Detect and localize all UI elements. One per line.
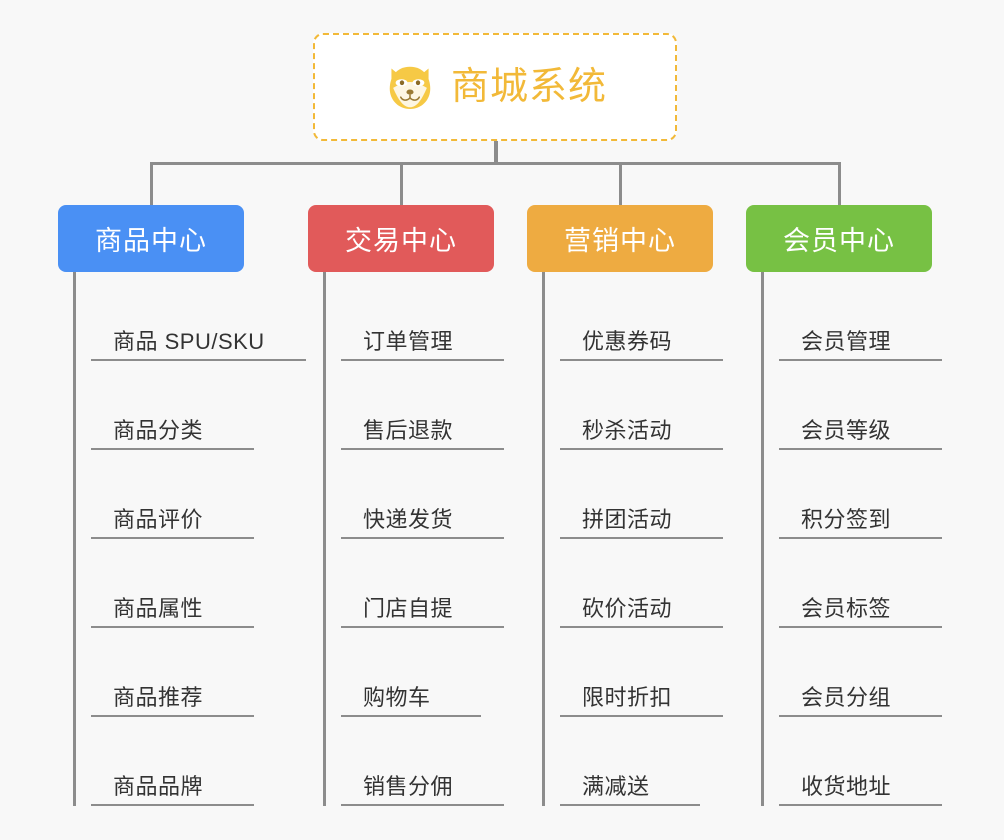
- list-item[interactable]: 秒杀活动: [560, 361, 723, 450]
- list-item[interactable]: 会员等级: [779, 361, 942, 450]
- list-item-underline: [560, 715, 723, 717]
- list-item-underline: [341, 626, 504, 628]
- list-item-underline: [91, 537, 254, 539]
- list-item[interactable]: 商品 SPU/SKU: [91, 272, 306, 361]
- list-item[interactable]: 收货地址: [779, 717, 942, 806]
- list-item-label: 收货地址: [801, 774, 892, 799]
- horizontal-bus-connector: [150, 162, 841, 165]
- list-item-underline: [779, 448, 942, 450]
- category-box-trade-center[interactable]: 交易中心: [308, 205, 494, 272]
- list-item[interactable]: 订单管理: [341, 272, 504, 361]
- list-item-underline: [560, 626, 723, 628]
- list-item-underline: [341, 715, 481, 717]
- list-item[interactable]: 会员标签: [779, 539, 942, 628]
- list-item[interactable]: 购物车: [341, 628, 494, 717]
- column-member-center: 会员中心会员管理会员等级积分签到会员标签会员分组收货地址: [746, 205, 942, 806]
- list-item[interactable]: 会员管理: [779, 272, 942, 361]
- list-item-underline: [779, 537, 942, 539]
- list-item-label: 限时折扣: [582, 685, 673, 710]
- list-item-underline: [341, 448, 504, 450]
- list-item[interactable]: 商品推荐: [91, 628, 265, 717]
- column-marketing-center: 营销中心优惠券码秒杀活动拼团活动砍价活动限时折扣满减送: [527, 205, 723, 806]
- list-item[interactable]: 售后退款: [341, 361, 504, 450]
- list-item-label: 快递发货: [363, 507, 454, 532]
- list-item-underline: [91, 626, 254, 628]
- category-label: 营销中心: [564, 226, 676, 256]
- list-item-label: 满减送: [582, 774, 650, 799]
- category-box-marketing-center[interactable]: 营销中心: [527, 205, 713, 272]
- list-item[interactable]: 会员分组: [779, 628, 942, 717]
- list-item[interactable]: 满减送: [560, 717, 713, 806]
- root-stem-connector: [494, 141, 498, 164]
- list-item-label: 商品分类: [113, 418, 204, 443]
- drop-connector-4: [838, 162, 841, 207]
- list-item-label: 拼团活动: [582, 507, 673, 532]
- root-node[interactable]: 商城系统: [313, 33, 677, 141]
- category-label: 会员中心: [783, 226, 895, 256]
- list-item-label: 砍价活动: [582, 596, 673, 621]
- list-item[interactable]: 快递发货: [341, 450, 504, 539]
- root-title: 商城系统: [450, 66, 607, 108]
- list-item[interactable]: 优惠券码: [560, 272, 723, 361]
- list-item[interactable]: 销售分佣: [341, 717, 504, 806]
- child-list: 订单管理售后退款快递发货门店自提购物车销售分佣: [323, 272, 504, 806]
- category-label: 商品中心: [95, 226, 207, 256]
- child-list: 商品 SPU/SKU 商品分类商品评价商品属性商品推荐商品品牌: [73, 272, 306, 806]
- list-item-label: 秒杀活动: [582, 418, 673, 443]
- list-item[interactable]: 商品评价: [91, 450, 265, 539]
- list-item-underline: [779, 626, 942, 628]
- list-item-underline: [91, 359, 306, 361]
- list-item-underline: [91, 804, 254, 806]
- list-item-underline: [560, 448, 723, 450]
- list-item-underline: [91, 448, 254, 450]
- list-item-underline: [779, 715, 942, 717]
- list-item-label: 商品属性: [113, 596, 204, 621]
- list-item-underline: [560, 359, 723, 361]
- list-item-label: 会员等级: [801, 418, 892, 443]
- list-item[interactable]: 门店自提: [341, 539, 504, 628]
- list-item-label: 销售分佣: [363, 774, 454, 799]
- category-box-product-center[interactable]: 商品中心: [58, 205, 244, 272]
- list-item-label: 优惠券码: [582, 329, 673, 354]
- category-box-member-center[interactable]: 会员中心: [746, 205, 932, 272]
- drop-connector-1: [150, 162, 153, 207]
- list-item-label: 商品评价: [113, 507, 204, 532]
- list-item-label: 门店自提: [363, 596, 454, 621]
- list-item[interactable]: 积分签到: [779, 450, 942, 539]
- drop-connector-3: [619, 162, 622, 207]
- column-product-center: 商品中心商品 SPU/SKU 商品分类商品评价商品属性商品推荐商品品牌: [58, 205, 306, 806]
- column-trade-center: 交易中心订单管理售后退款快递发货门店自提购物车销售分佣: [308, 205, 504, 806]
- list-item-underline: [91, 715, 254, 717]
- list-item-underline: [341, 359, 504, 361]
- list-item[interactable]: 商品属性: [91, 539, 265, 628]
- list-item-underline: [560, 804, 700, 806]
- list-item-label: 会员分组: [801, 685, 892, 710]
- list-item-underline: [341, 537, 504, 539]
- list-item-label: 购物车: [363, 685, 431, 710]
- list-item[interactable]: 拼团活动: [560, 450, 723, 539]
- list-item[interactable]: 砍价活动: [560, 539, 723, 628]
- list-item-label: 订单管理: [363, 329, 454, 354]
- list-item[interactable]: 商品品牌: [91, 717, 265, 806]
- list-item-label: 会员标签: [801, 596, 892, 621]
- child-list: 会员管理会员等级积分签到会员标签会员分组收货地址: [761, 272, 942, 806]
- drop-connector-2: [400, 162, 403, 207]
- list-item-label: 会员管理: [801, 329, 892, 354]
- list-item-label: 商品推荐: [113, 685, 204, 710]
- category-label: 交易中心: [345, 226, 457, 256]
- child-list: 优惠券码秒杀活动拼团活动砍价活动限时折扣满减送: [542, 272, 723, 806]
- list-item-underline: [341, 804, 504, 806]
- list-item-label: 积分签到: [801, 507, 892, 532]
- list-item-underline: [779, 804, 942, 806]
- shiba-dog-icon: [383, 60, 437, 114]
- list-item-underline: [779, 359, 942, 361]
- list-item-label: 售后退款: [363, 418, 454, 443]
- list-item[interactable]: 商品分类: [91, 361, 265, 450]
- list-item-label: 商品 SPU/SKU: [113, 329, 265, 354]
- list-item-label: 商品品牌: [113, 774, 204, 799]
- list-item-underline: [560, 537, 723, 539]
- list-item[interactable]: 限时折扣: [560, 628, 723, 717]
